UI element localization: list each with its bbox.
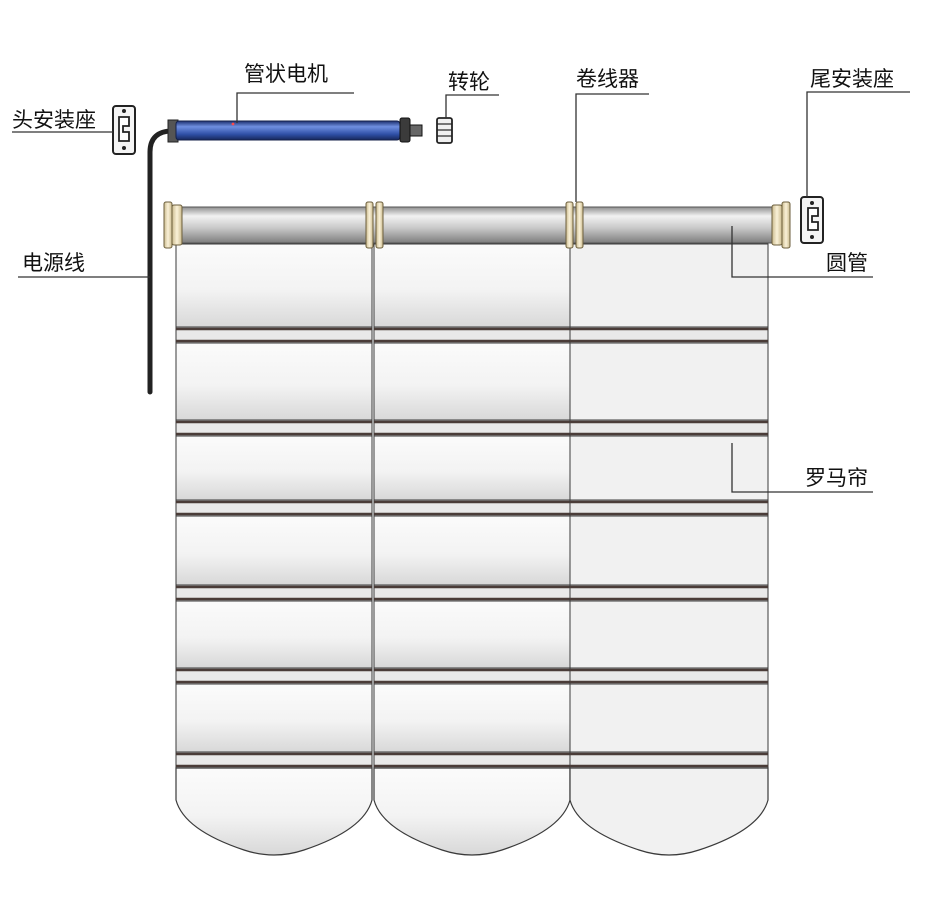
shade-scallop — [175, 767, 373, 856]
shade-section — [175, 243, 373, 328]
shade-fold — [569, 499, 769, 517]
roman-shade-label: 罗马帘 — [805, 466, 868, 490]
shade-section — [569, 435, 769, 501]
roman-shade — [175, 243, 769, 856]
shade-scallop — [569, 767, 769, 856]
shade-fold — [175, 667, 373, 685]
tube-right-end-cap — [771, 201, 791, 249]
shade-fold — [175, 419, 373, 437]
leader-lines — [12, 91, 910, 493]
shade-fold — [175, 584, 373, 602]
round-tube — [169, 206, 783, 244]
tube-left-end-cap — [163, 201, 183, 249]
shade-section — [373, 342, 571, 421]
head-mount-bracket-icon — [112, 105, 136, 155]
winder-left — [365, 201, 384, 249]
shade-section — [569, 600, 769, 669]
tail-mount-bracket-icon — [800, 196, 824, 244]
round-tube-assembly — [163, 201, 791, 249]
power-cord-label: 电源线 — [22, 251, 85, 275]
shade-section — [373, 435, 571, 501]
tubular-motor-label: 管状电机 — [244, 62, 328, 86]
shade-section — [569, 683, 769, 753]
round-tube-label: 圆管 — [826, 251, 868, 275]
shade-fold — [569, 584, 769, 602]
head-mount-label: 头安装座 — [12, 108, 96, 132]
shade-scallop — [373, 767, 571, 856]
shade-fold — [569, 326, 769, 344]
shade-section — [175, 600, 373, 669]
power-cord — [147, 128, 175, 395]
wheel-label: 转轮 — [448, 70, 490, 94]
winder-right — [565, 201, 584, 249]
shade-section — [373, 515, 571, 586]
shade-fold — [175, 326, 373, 344]
shade-fold — [569, 667, 769, 685]
tubular-motor — [167, 117, 423, 143]
shade-section — [373, 600, 571, 669]
shade-section — [175, 342, 373, 421]
shade-fold — [569, 419, 769, 437]
shade-section — [373, 243, 571, 328]
shade-fold — [175, 499, 373, 517]
shade-section — [373, 683, 571, 753]
shade-section — [569, 243, 769, 328]
shade-section — [569, 342, 769, 421]
shade-section — [175, 435, 373, 501]
tail-mount-label: 尾安装座 — [810, 67, 894, 91]
shade-section — [175, 683, 373, 753]
shade-section — [175, 515, 373, 586]
shade-section — [569, 515, 769, 586]
wheel-adapter-icon — [436, 117, 453, 144]
winder-label: 卷线器 — [576, 67, 639, 91]
